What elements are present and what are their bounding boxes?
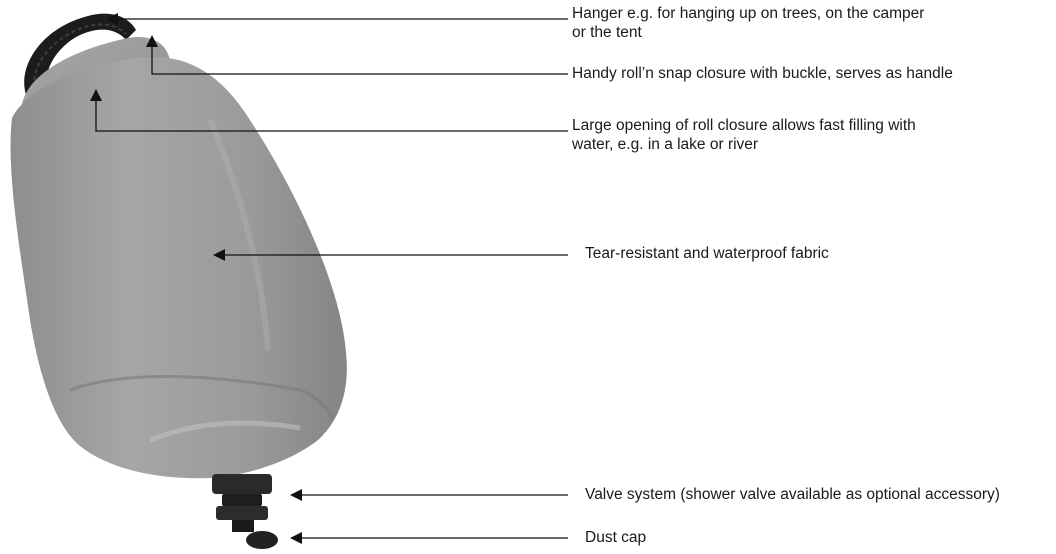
leader-line-roll-closure [152, 46, 568, 74]
callout-fabric: Tear-resistant and waterproof fabric [585, 244, 829, 263]
callout-large-opening: Large opening of roll closure allows fas… [572, 116, 916, 154]
dry-bag-shower [11, 14, 347, 549]
arrow-valve [290, 489, 302, 501]
callout-roll-closure: Handy roll’n snap closure with buckle, s… [572, 64, 953, 83]
callout-valve: Valve system (shower valve available as … [585, 485, 1000, 504]
callout-hanger: Hanger e.g. for hanging up on trees, on … [572, 4, 924, 42]
arrow-dust-cap [290, 532, 302, 544]
dust-cap [246, 531, 278, 549]
bag-body [11, 57, 347, 478]
callout-dust-cap: Dust cap [585, 528, 646, 547]
valve-system [212, 474, 272, 532]
